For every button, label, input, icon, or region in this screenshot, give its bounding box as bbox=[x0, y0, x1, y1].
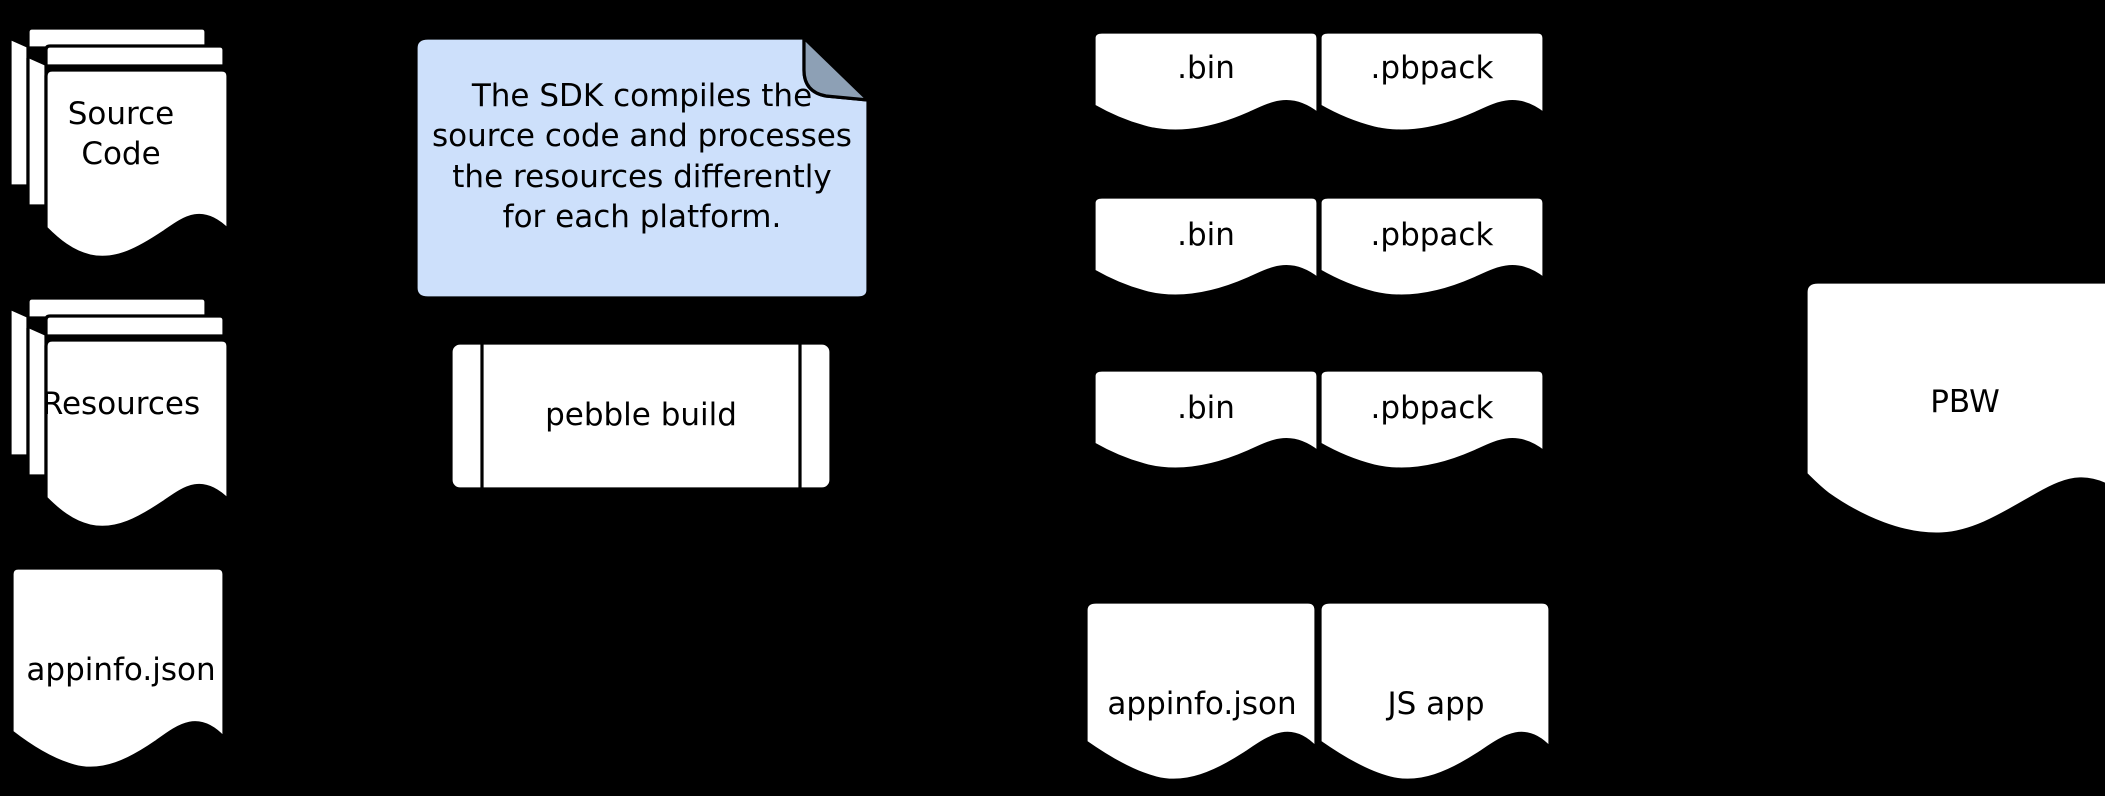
node-pebble-build[interactable]: pebble build bbox=[448, 340, 834, 492]
node-bin-row-2[interactable]: .bin bbox=[1090, 193, 1322, 303]
appinfo-json-input-shape bbox=[10, 566, 226, 770]
node-pbw[interactable]: PBW bbox=[1800, 272, 2105, 544]
node-resources[interactable]: Resources bbox=[6, 296, 236, 536]
node-source-code[interactable]: Source Code bbox=[6, 26, 236, 266]
node-pbpack-row-3[interactable]: .pbpack bbox=[1316, 366, 1548, 476]
bin-row-2-shape bbox=[1092, 195, 1320, 298]
sdk-note-shape bbox=[414, 36, 870, 300]
node-bin-row-3[interactable]: .bin bbox=[1090, 366, 1322, 476]
node-js-app[interactable]: JS app bbox=[1316, 596, 1556, 796]
bin-row-3-shape bbox=[1092, 368, 1320, 471]
pbpack-row-2-shape bbox=[1318, 195, 1546, 298]
source-code-shape bbox=[8, 26, 230, 259]
node-bin-row-1[interactable]: .bin bbox=[1090, 18, 1322, 133]
bin-row-1-shape bbox=[1092, 30, 1320, 133]
pbw-shape bbox=[1804, 280, 2105, 536]
pebble-build-shape bbox=[449, 341, 833, 491]
pbpack-row-3-shape bbox=[1318, 368, 1546, 471]
pbpack-row-1-shape bbox=[1318, 30, 1546, 133]
node-appinfo-json-input[interactable]: appinfo.json bbox=[6, 560, 236, 796]
node-appinfo-json-output[interactable]: appinfo.json bbox=[1082, 596, 1322, 796]
appinfo-json-output-shape bbox=[1084, 600, 1318, 782]
resources-shape bbox=[8, 296, 230, 529]
js-app-shape bbox=[1318, 600, 1552, 782]
node-pbpack-row-2[interactable]: .pbpack bbox=[1316, 193, 1548, 303]
node-pbpack-row-1[interactable]: .pbpack bbox=[1316, 18, 1548, 133]
node-sdk-note[interactable]: The SDK compiles the source code and pro… bbox=[412, 34, 872, 302]
